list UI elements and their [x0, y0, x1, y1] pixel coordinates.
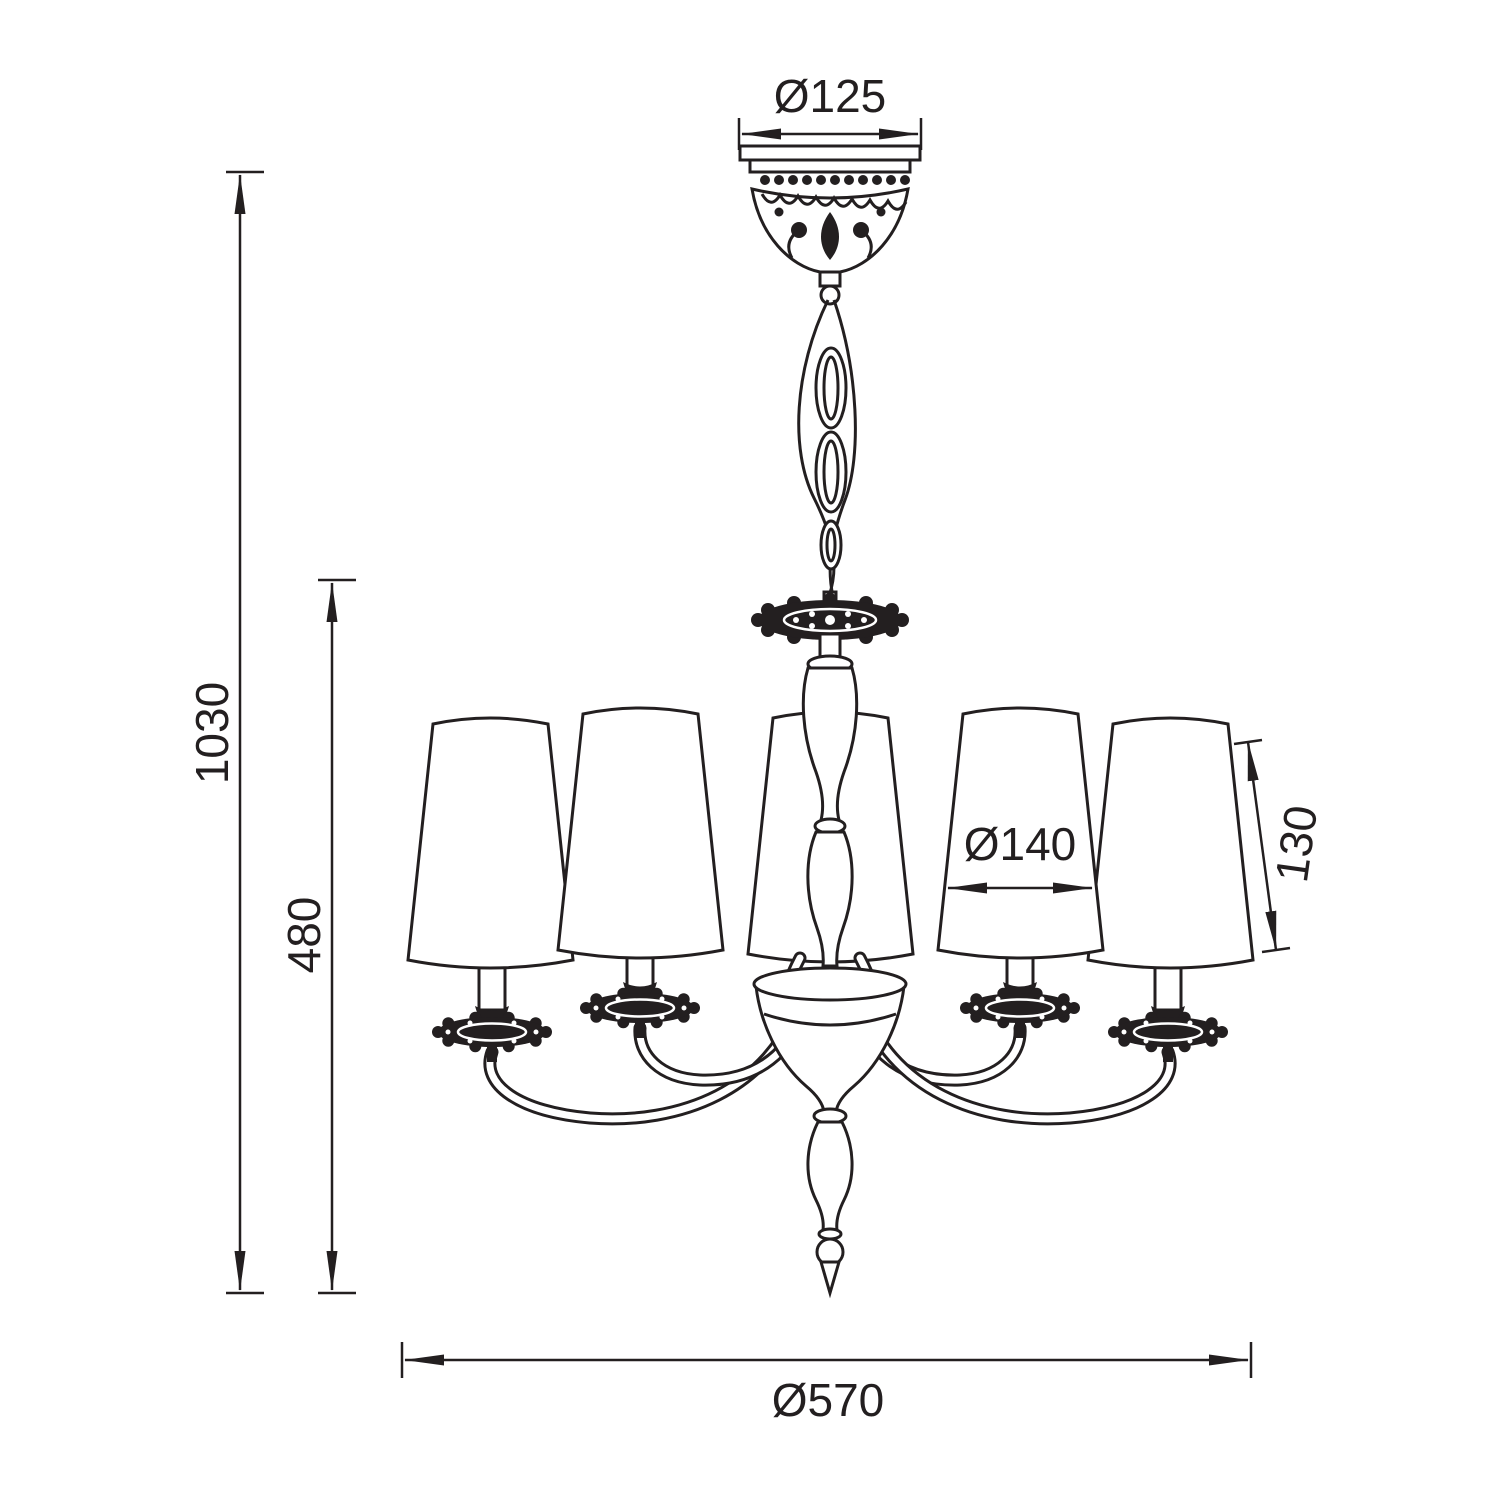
- canopy-garland-ornament: [760, 192, 908, 211]
- finial-tip: [819, 1260, 841, 1299]
- dimension-canopy-diameter: Ø125: [737, 70, 923, 150]
- chain-link: [814, 346, 848, 430]
- dimension-overall-diameter: Ø570: [400, 1342, 1253, 1426]
- canopy-palmette-ornament: [821, 212, 839, 260]
- suspension-chain: [797, 299, 857, 597]
- central-column: [801, 632, 859, 968]
- dimension-body-height: 480: [278, 578, 356, 1295]
- column-baluster-lower: [806, 830, 854, 968]
- lamp-shade-inner-right: [936, 706, 1105, 960]
- drip-tray: [432, 1006, 552, 1062]
- candle-sleeves: [477, 944, 1183, 1012]
- chain-link: [819, 519, 843, 571]
- overall-height-label: 1030: [186, 682, 238, 784]
- shade-height-label: 130: [1265, 802, 1327, 885]
- dimensions: Ø125 1030 480 Ø140 130: [186, 70, 1327, 1426]
- center-bowl: [754, 984, 906, 1114]
- chain-link: [814, 430, 848, 514]
- arm-far-right: [853, 993, 1177, 1126]
- drip-tray: [580, 982, 700, 1038]
- finial-drop: [806, 1120, 854, 1232]
- shade-diameter-label: Ø140: [964, 818, 1077, 870]
- lamp-shade-far-right: [1086, 716, 1255, 970]
- central-bowl-and-finial: [752, 966, 908, 1299]
- ceiling-canopy: [738, 144, 922, 306]
- drip-tray: [1108, 1006, 1228, 1062]
- dimension-shade-height: 130: [1233, 738, 1327, 954]
- drip-trays: [432, 982, 1228, 1062]
- dimension-shade-diameter: Ø140: [947, 818, 1093, 894]
- lamp-shades: [406, 706, 1255, 970]
- overall-diameter-label: Ø570: [772, 1374, 885, 1426]
- dimension-overall-height: 1030: [186, 170, 264, 1295]
- canopy-bead-band: [760, 175, 910, 185]
- body-height-label: 480: [278, 897, 330, 974]
- drip-tray: [960, 982, 1080, 1038]
- lamp-shade-inner-left: [556, 706, 725, 960]
- canopy-hook-loop: [819, 284, 841, 306]
- chandelier-drawing: [406, 144, 1255, 1299]
- lamp-shade-far-left: [406, 716, 575, 970]
- canopy-diameter-label: Ø125: [774, 70, 887, 122]
